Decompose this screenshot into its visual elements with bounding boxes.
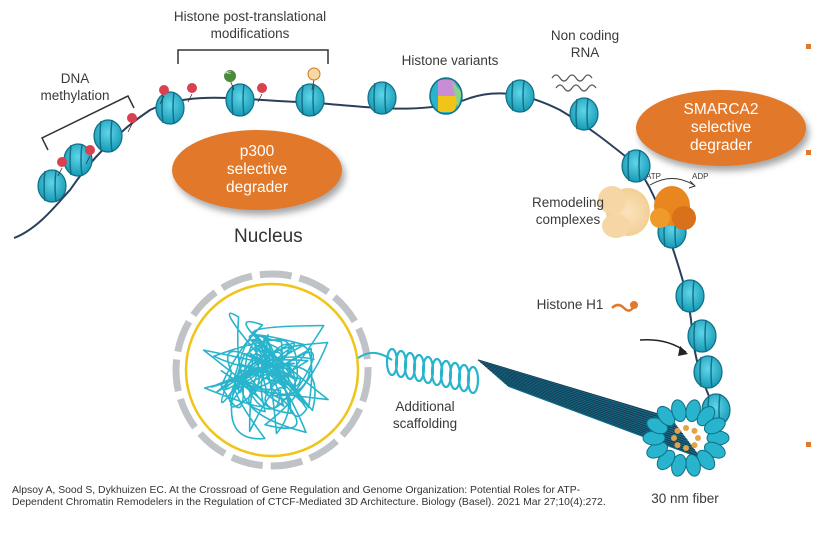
- citation-text: Alpsoy A, Sood S, Dykhuizen EC. At the C…: [12, 485, 606, 509]
- mark-stem: [159, 95, 165, 105]
- epigenetic-marks: [57, 67, 321, 177]
- nucleus-title: Nucleus: [234, 226, 303, 247]
- mark-stem: [57, 167, 63, 177]
- acetyl-mark-icon: [224, 70, 236, 82]
- histone-variant-nucleosome-icon: [429, 77, 463, 115]
- mark-stem: [257, 93, 263, 103]
- methyl-mark-icon: [127, 113, 137, 123]
- label-adp: ADP: [692, 172, 709, 181]
- linker-h1-icon: [683, 445, 689, 451]
- rna-squiggle-2: [555, 84, 597, 92]
- fiber-nucleosome-icon: [685, 453, 701, 477]
- label-atp: ATP: [646, 172, 661, 181]
- nucleosome-icon: [693, 355, 723, 389]
- nucleosome-icon: [295, 83, 325, 117]
- linker-h1-icon: [683, 425, 689, 431]
- label-histone-h1: Histone H1: [536, 297, 604, 312]
- fiber-nucleosome-icon: [703, 417, 726, 435]
- slide-bullet-1: [806, 44, 811, 49]
- nucleosome-icon: [225, 83, 255, 117]
- histone-h1-icon: [611, 301, 638, 312]
- linker-h1-icon: [691, 442, 698, 449]
- linker-h1-icon: [674, 442, 681, 449]
- linker-h1-icon: [671, 435, 677, 441]
- nucleosome-icon: [37, 169, 67, 203]
- rna-squiggle-1: [551, 74, 593, 82]
- bracket-histone-ptm: [177, 49, 329, 64]
- nucleosome-icon: [155, 91, 185, 125]
- bracket-dna-methylation: [40, 95, 135, 151]
- scaffolding-coil: [357, 347, 480, 395]
- nucleosome-icon: [63, 143, 93, 177]
- linker-h1-icon: [674, 427, 681, 434]
- fiber-nucleosome-icon: [671, 399, 687, 423]
- linker-h1-icon: [691, 427, 698, 434]
- nucleosome-icon: [621, 149, 651, 183]
- mark-ac-label: Ac: [225, 70, 231, 76]
- methyl-mark-icon: [57, 157, 67, 167]
- chromatin-tangle: [202, 312, 329, 440]
- mark-stem: [85, 155, 91, 165]
- atp-arrow: [649, 178, 695, 186]
- nucleosome-icon: [505, 79, 535, 113]
- nucleosome-icon: [675, 279, 705, 313]
- nucleosome-icon: [367, 81, 397, 115]
- methyl-mark-icon: [257, 83, 267, 93]
- nucleosome-icon: [687, 319, 717, 353]
- slide-bullet-3: [806, 442, 811, 447]
- h1-arrow: [639, 339, 687, 353]
- mark-stem: [187, 93, 193, 103]
- nucleus-diagram: [172, 270, 372, 470]
- label-30nm-fiber: 30 nm fiber: [651, 491, 719, 506]
- nucleosome-icon: [93, 119, 123, 153]
- label-histone-variants: Histone variants: [401, 53, 499, 68]
- fiber-30nm-fan: [477, 359, 730, 477]
- nucleosome-group: [37, 79, 731, 427]
- methyl-mark-icon: [187, 83, 197, 93]
- ubiquitin-mark-icon: [307, 67, 321, 81]
- mark-stem: [127, 123, 133, 133]
- slide-bullet-2: [806, 150, 811, 155]
- methyl-mark-icon: [159, 85, 169, 95]
- nucleosome-icon: [569, 97, 599, 131]
- remodeling-complex-icon: [598, 186, 696, 238]
- linker-h1-icon: [695, 435, 701, 441]
- methyl-mark-icon: [85, 145, 95, 155]
